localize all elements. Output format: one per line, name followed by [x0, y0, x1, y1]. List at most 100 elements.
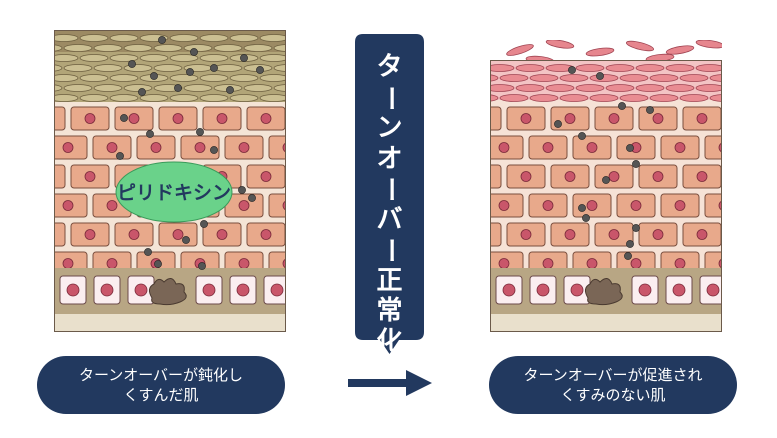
pyridoxine-label: ピリドキシン [117, 182, 231, 204]
scale [123, 44, 153, 52]
cell-nucleus [100, 283, 114, 297]
scale [54, 94, 79, 102]
cell-nucleus [134, 283, 148, 297]
cell-nucleus [202, 283, 216, 297]
cell-nucleus [128, 229, 140, 240]
banner-char: バ [376, 204, 403, 235]
scale [123, 84, 153, 92]
melanin-dot [210, 146, 218, 154]
scale [54, 54, 79, 62]
right-arrow-icon [348, 370, 432, 396]
scale [229, 94, 259, 102]
scale [709, 94, 722, 102]
melanin-dot [116, 152, 124, 160]
melanin-dot [578, 204, 586, 212]
scale [273, 64, 286, 72]
pyridoxine-bubble [115, 161, 233, 223]
melanin-dot [248, 194, 256, 202]
scale [123, 64, 153, 72]
scale [559, 74, 589, 82]
melanocyte [584, 278, 623, 306]
basal-cells [495, 275, 722, 305]
scale [93, 64, 123, 72]
melanin-dot [654, 44, 661, 51]
melanin-dot [632, 160, 640, 168]
cell-nucleus [84, 229, 96, 240]
cell-nucleus [608, 229, 620, 240]
scale [259, 74, 286, 82]
flake [506, 44, 534, 56]
scale [515, 84, 545, 92]
flake [625, 40, 655, 52]
scale [529, 94, 559, 102]
banner-char: ー [374, 176, 405, 203]
scale [54, 74, 79, 82]
caption-line: ターンオーバーが鈍化し [78, 366, 244, 384]
scale [695, 84, 722, 92]
melanin-dot [186, 68, 194, 76]
scale [635, 84, 665, 92]
cell [490, 222, 502, 247]
scale [679, 94, 709, 102]
scale [709, 74, 722, 82]
cell-nucleus [172, 229, 184, 240]
flake [585, 47, 615, 57]
melanin-dot [174, 84, 182, 92]
scale [79, 54, 109, 62]
cell-nucleus [260, 113, 272, 124]
melanin-dot [154, 260, 162, 268]
melanin-dot [554, 120, 562, 128]
turnover-normalization-banner [355, 34, 424, 354]
scale [559, 94, 589, 102]
cell-nucleus [498, 258, 510, 269]
scale [109, 94, 139, 102]
cell-nucleus [672, 283, 686, 297]
caption-line: ターンオーバーが促進され [523, 366, 703, 384]
scale [213, 64, 243, 72]
scale [63, 64, 93, 72]
scale [499, 74, 529, 82]
cell-nucleus [586, 200, 598, 211]
melanin-dot [198, 262, 206, 270]
cell-nucleus [238, 142, 250, 153]
melanin-dot [128, 60, 136, 68]
melanin-dot [626, 144, 634, 152]
corneum-scales [490, 64, 722, 102]
cell-nucleus [652, 113, 664, 124]
cell-nucleus [564, 113, 576, 124]
clear-skin-diagram [490, 40, 722, 332]
cell-nucleus [62, 142, 74, 153]
melanin-granules [554, 44, 661, 260]
cell-nucleus [520, 113, 532, 124]
scale [273, 44, 286, 52]
scale [54, 44, 63, 52]
melanin-dot [618, 102, 626, 110]
melanin-dot [596, 72, 604, 80]
cell [704, 135, 722, 160]
flake [665, 45, 695, 55]
scale [619, 74, 649, 82]
melanin-dot [146, 130, 154, 138]
scale [153, 44, 183, 52]
cell-nucleus [608, 113, 620, 124]
melanin-dot [182, 236, 190, 244]
scale [139, 54, 169, 62]
cell-nucleus [62, 258, 74, 269]
cell-nucleus [608, 171, 620, 182]
scale [490, 74, 499, 82]
cell-nucleus [674, 142, 686, 153]
melanocyte [148, 278, 187, 306]
scale [169, 54, 199, 62]
cell-nucleus [216, 113, 228, 124]
cell-nucleus [84, 171, 96, 182]
scale [259, 34, 286, 42]
cell-nucleus [630, 200, 642, 211]
cell [704, 193, 722, 218]
melanin-dot [138, 88, 146, 96]
cell-nucleus [696, 113, 708, 124]
melanin-dot [632, 224, 640, 232]
scale [79, 74, 109, 82]
scale [183, 44, 213, 52]
scale [575, 64, 605, 72]
scale [679, 74, 709, 82]
